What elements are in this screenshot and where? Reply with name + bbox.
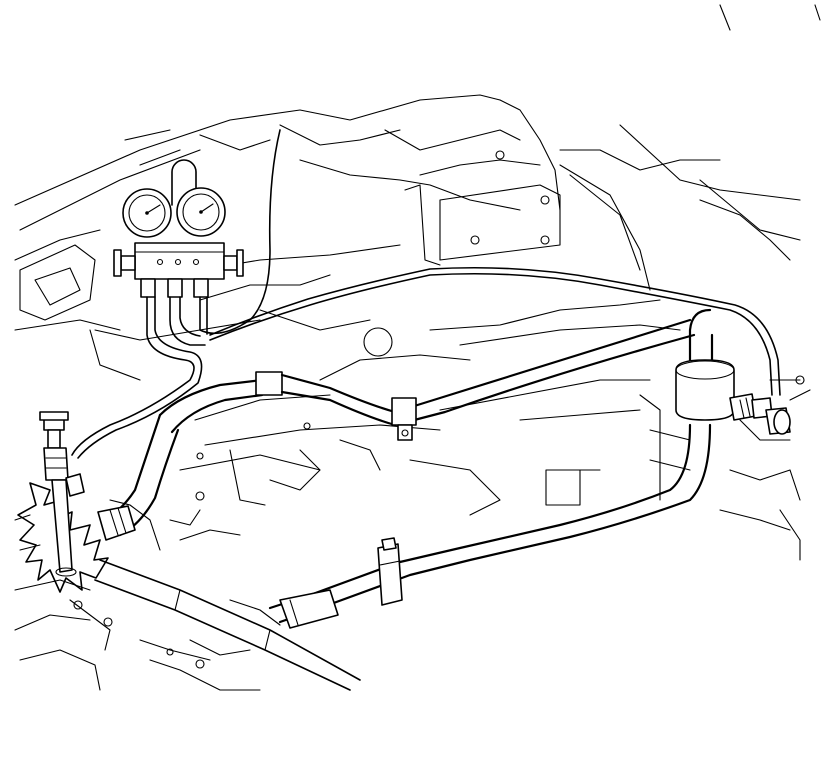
refrigerant-hoses bbox=[71, 129, 781, 459]
line-clamp bbox=[377, 537, 403, 606]
vehicle-body-structure bbox=[14, 4, 821, 691]
port-fitting-icon bbox=[140, 278, 156, 298]
line-clamp bbox=[391, 397, 417, 441]
hose-crimp-icon bbox=[97, 505, 136, 541]
low-side-gauge-icon bbox=[122, 188, 172, 238]
pipe-sleeve-icon bbox=[279, 589, 339, 629]
service-port-valve-right bbox=[729, 393, 791, 435]
pipe-coupler-icon bbox=[255, 371, 283, 396]
manifold-body bbox=[134, 242, 225, 280]
hanger-hook-icon bbox=[171, 159, 197, 206]
low-side-valve-knob-icon bbox=[113, 249, 136, 277]
high-side-gauge-icon bbox=[176, 187, 226, 237]
port-fitting-icon bbox=[167, 278, 183, 298]
service-port-valve-left bbox=[17, 411, 109, 593]
port-fitting-icon bbox=[193, 278, 209, 298]
manifold-gauge-set bbox=[113, 159, 244, 298]
ac-line-assembly bbox=[97, 308, 714, 629]
accumulator-fitting bbox=[675, 359, 735, 421]
high-side-valve-knob-icon bbox=[223, 249, 244, 277]
